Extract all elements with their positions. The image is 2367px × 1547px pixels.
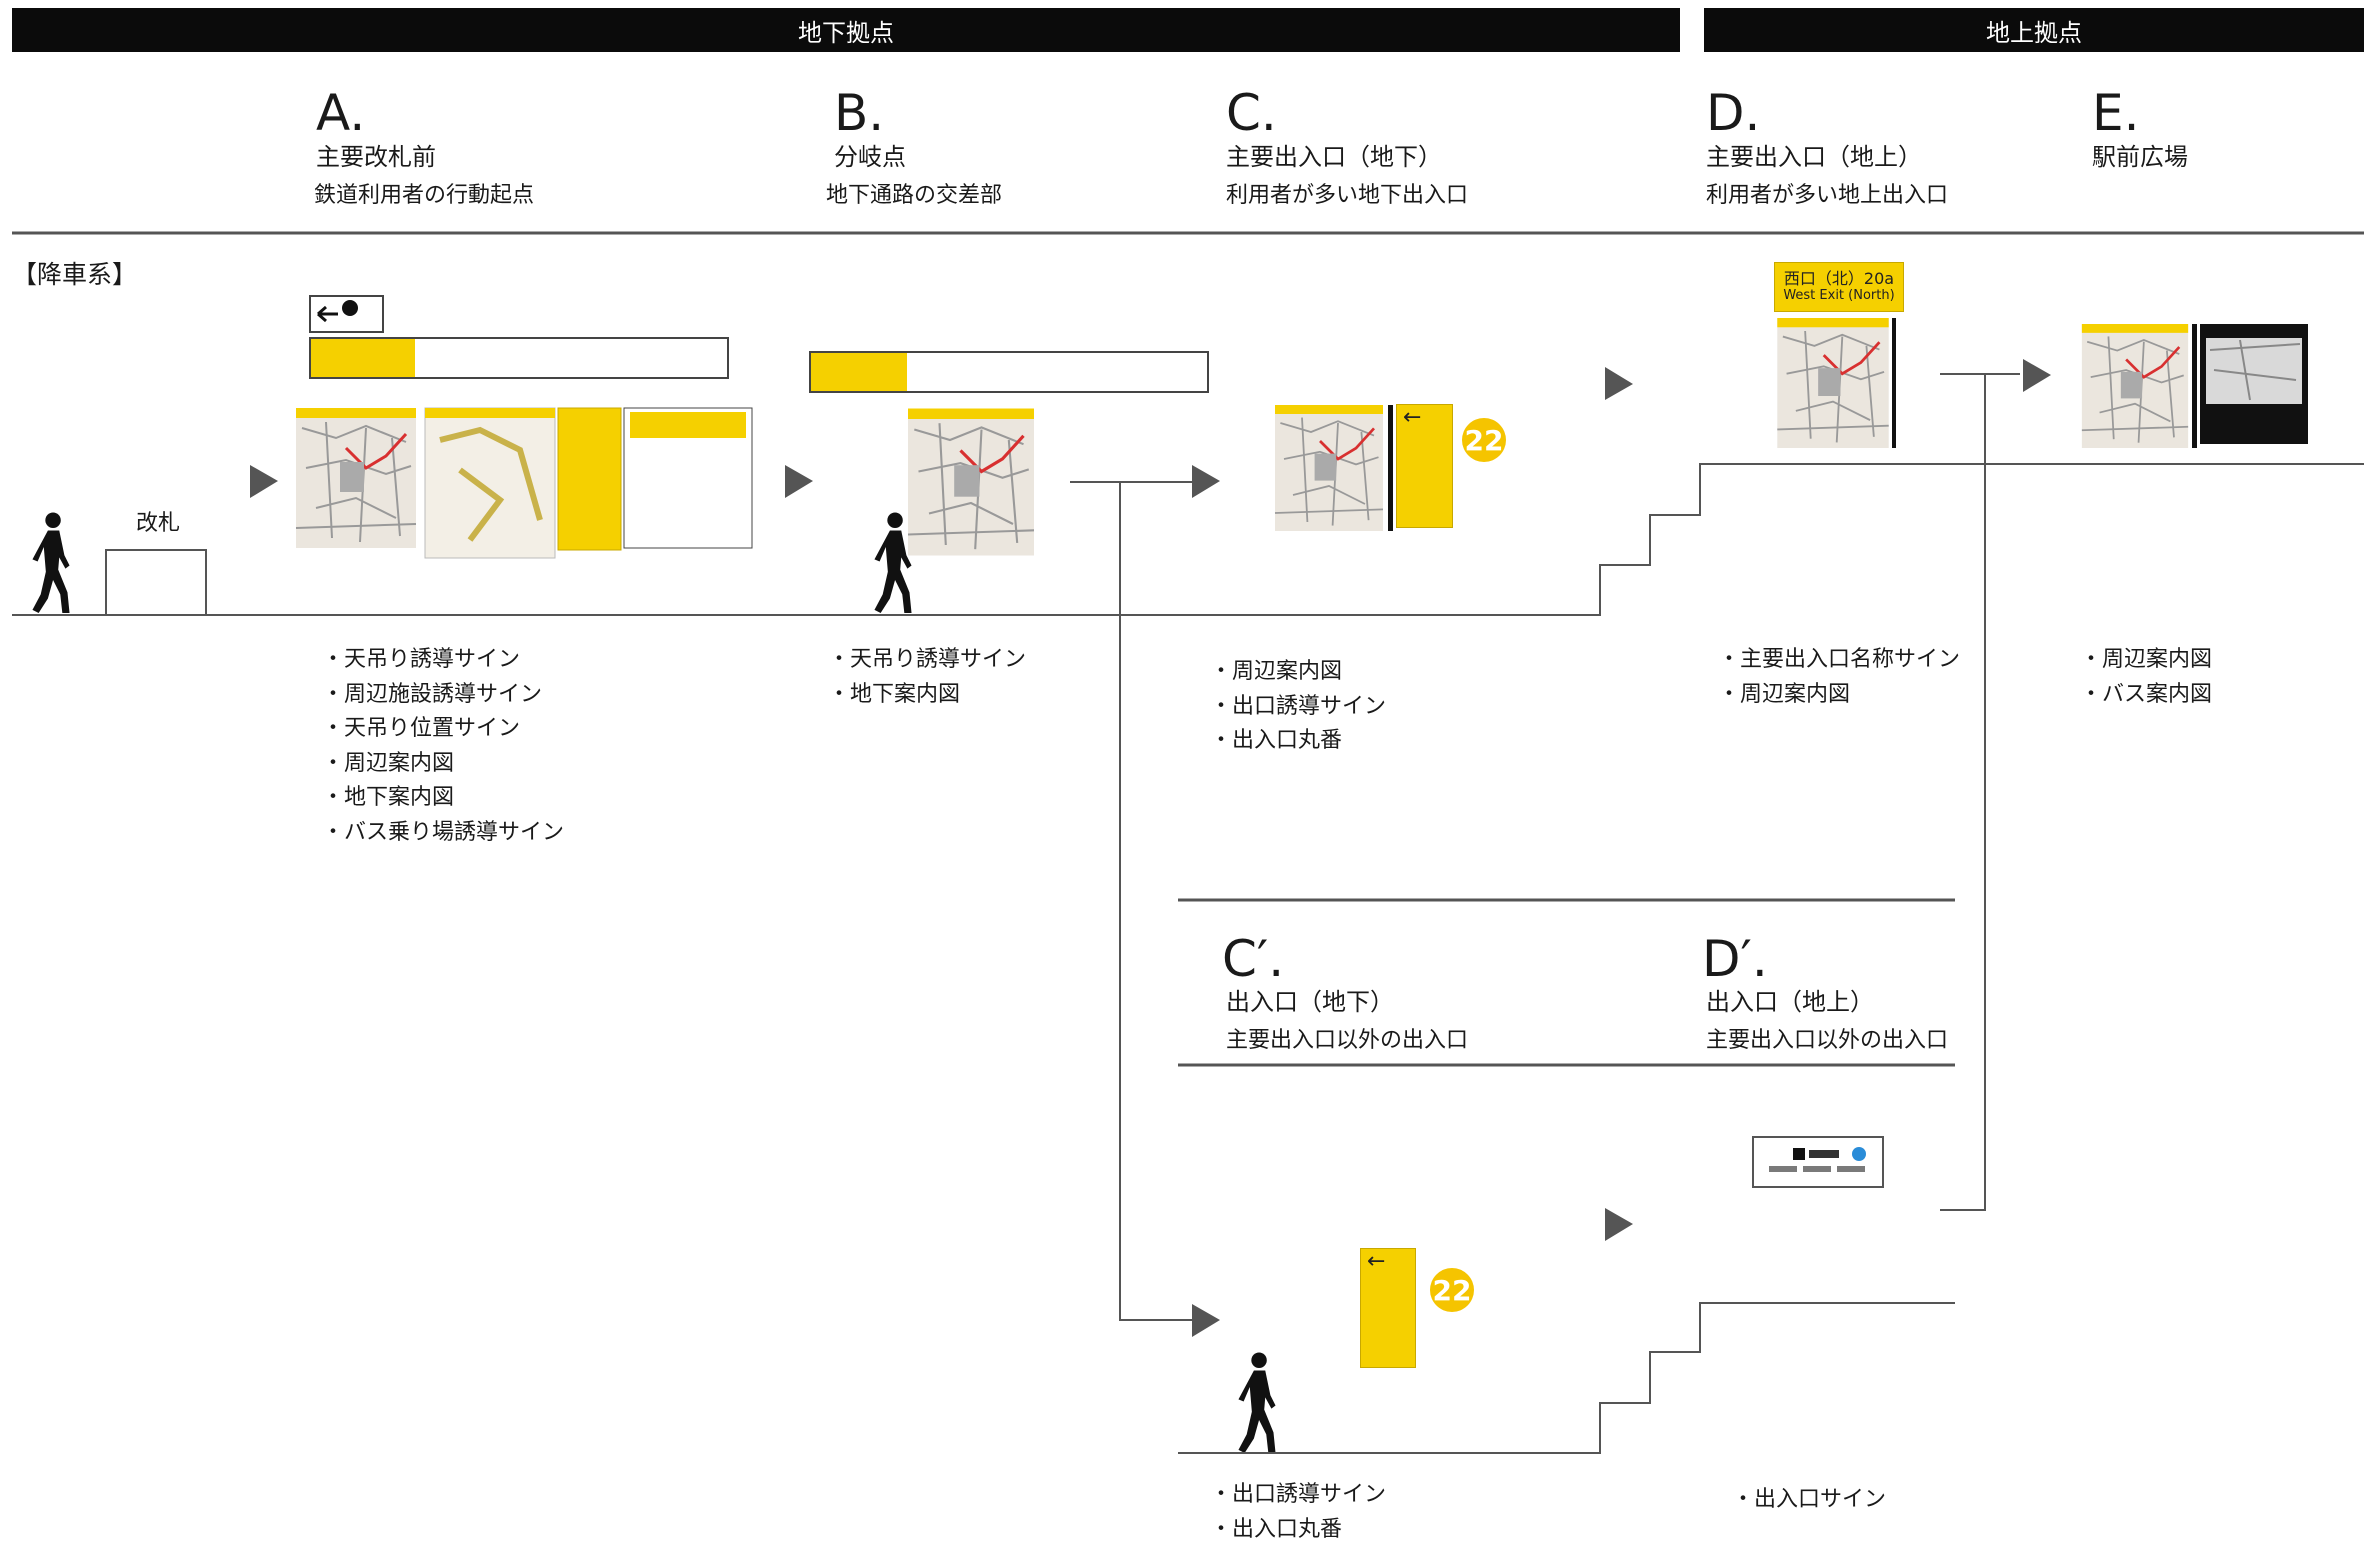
area-map-panel [1777,318,1888,448]
area-map-panel [296,408,416,548]
list-item: 周辺施設誘導サイン [322,678,564,713]
column-desc: 主要出入口以外の出入口 [1706,1030,1948,1052]
walker-icon [32,513,69,613]
main-exit-name-sign: 西口（北）20a West Exit (North) [1774,262,1904,312]
connector-line [1940,374,1985,1210]
list-item: バス乗り場誘導サイン [322,816,564,851]
item-list-d: 主要出入口名称サイン 周辺案内図 [1718,643,1960,712]
list-item: 出口誘導サイン [1210,1478,1386,1513]
underground-map-panel [908,409,1034,556]
arrow-icon [785,465,813,498]
list-item: 主要出入口名称サイン [1718,643,1960,678]
entrance-sign [1752,1136,1884,1188]
column-letter: C′. [1222,934,1284,984]
item-list-a: 天吊り誘導サイン 周辺施設誘導サイン 天吊り位置サイン 周辺案内図 地下案内図 … [322,643,564,850]
list-item: バス案内図 [2080,678,2212,713]
list-item: 出口誘導サイン [1210,690,1386,725]
item-list-e: 周辺案内図 バス案内図 [2080,643,2212,712]
facility-guide-panel [558,408,621,550]
exit-guide-sign: ← [1396,404,1453,528]
exit-number-badge: 22 [1430,1268,1474,1312]
list-item: 出入口丸番 [1210,1513,1386,1547]
list-item: 出入口サイン [1732,1483,1886,1518]
walker-icon [874,513,911,613]
column-desc: 主要出入口以外の出入口 [1226,1030,1468,1052]
floor-line-lower [1178,1303,1955,1453]
exit-guide-sign: ← [1360,1248,1416,1368]
arrow-left-icon: ← [1361,1249,1415,1275]
item-list-d-prime: 出入口サイン [1732,1483,1886,1518]
list-item: 周辺案内図 [2080,643,2212,678]
station-sign-icon [1763,1144,1873,1180]
list-item: 天吊り誘導サイン [828,643,1026,678]
arrow-icon [1192,1304,1220,1337]
exit-name-en: West Exit (North) [1775,288,1903,304]
list-item: 周辺案内図 [1210,655,1386,690]
walker-icon [1238,1353,1275,1453]
area-map-panel [1275,405,1383,531]
exit-number-badge: 22 [1462,418,1506,462]
list-item: 周辺案内図 [1718,678,1960,713]
list-item: 地下案内図 [322,781,564,816]
item-list-c: 周辺案内図 出口誘導サイン 出入口丸番 [1210,655,1386,759]
gate-box [106,550,206,615]
exit-name-jp: 西口（北）20a [1775,269,1903,288]
list-item: 出入口丸番 [1210,724,1386,759]
list-item: 地下案内図 [828,678,1026,713]
arrow-icon [1605,367,1633,400]
arrow-icon [2023,359,2051,392]
underground-map-panel [425,408,555,558]
item-list-c-prime: 出口誘導サイン 出入口丸番 [1210,1478,1386,1547]
list-item: 天吊り誘導サイン [322,643,564,678]
arrow-left-icon: ← [1397,405,1452,431]
arrow-icon [1605,1208,1633,1241]
arrow-icon [1192,465,1220,498]
item-list-b: 天吊り誘導サイン 地下案内図 [828,643,1026,712]
column-title: 出入口（地上） [1706,990,1874,1014]
column-letter: D′. [1702,934,1768,984]
column-title: 出入口（地下） [1226,990,1394,1014]
area-map-panel [2082,324,2188,448]
list-item: 周辺案内図 [322,747,564,782]
list-item: 天吊り位置サイン [322,712,564,747]
arrow-icon [250,465,278,498]
